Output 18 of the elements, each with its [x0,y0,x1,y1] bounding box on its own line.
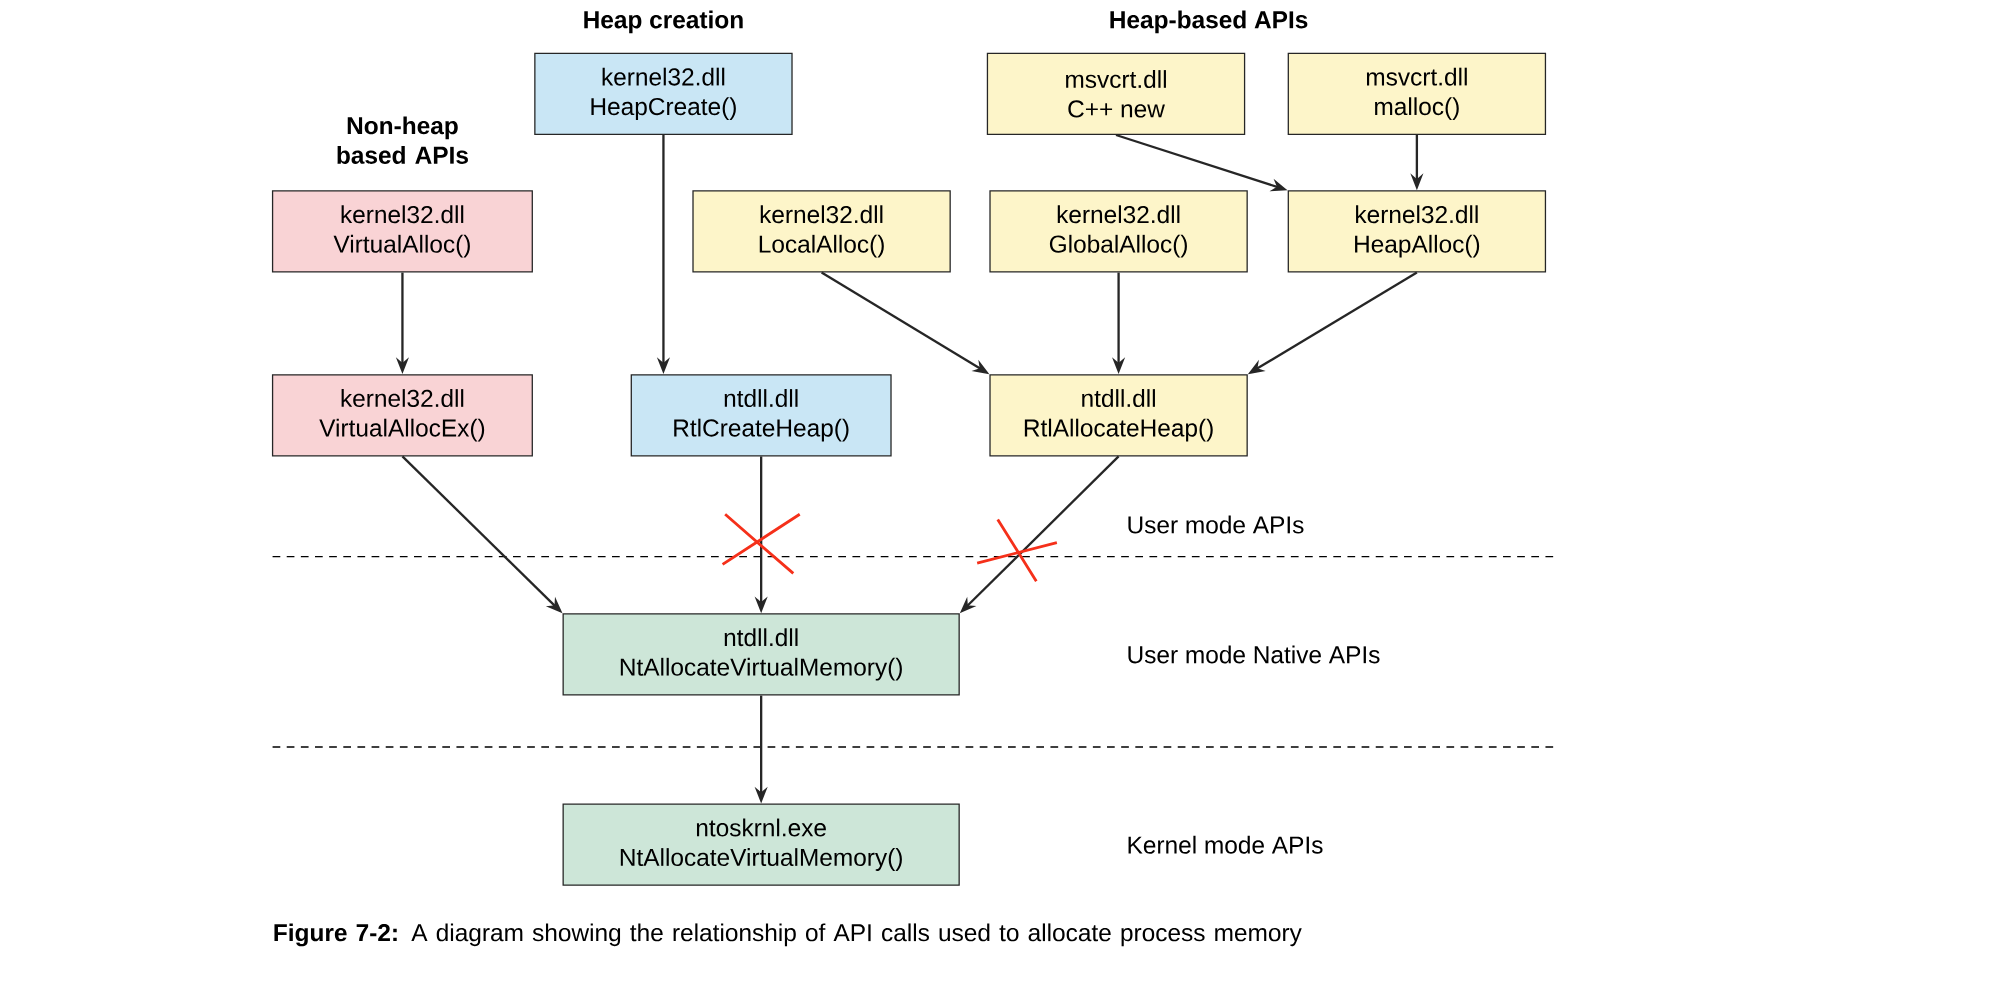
api-box: ntdll.dll NtAllocateVirtualMemory() [562,613,960,696]
api-box: kernel32.dll GlobalAlloc() [989,190,1248,273]
api-box: kernel32.dll HeapCreate() [534,52,793,135]
api-box: ntoskrnl.exe NtAllocateVirtualMemory() [562,803,960,886]
api-box: ntdll.dll RtlAllocateHeap() [989,374,1248,457]
api-box: kernel32.dll HeapAlloc() [1287,190,1547,273]
heading: Non-heap based APIs [337,116,468,164]
api-box: msvcrt.dll C++ new [986,52,1246,135]
layer-label: User mode Native APIs [1128,645,1380,664]
caption: Figure 7-2: A diagram showing the relationship of API calls used to allocate process memory [274,923,1302,947]
layer-label: User mode APIs [1128,515,1304,534]
api-box: kernel32.dll VirtualAlloc() [271,190,533,273]
api-box: msvcrt.dll malloc() [1287,52,1547,135]
heading: Heap-based APIs [1110,10,1308,34]
api-box: kernel32.dll VirtualAllocEx() [271,374,533,457]
api-box: ntdll.dll RtlCreateHeap() [630,374,892,457]
api-box: kernel32.dll LocalAlloc() [692,190,951,273]
layer-label: Kernel mode APIs [1128,835,1323,854]
